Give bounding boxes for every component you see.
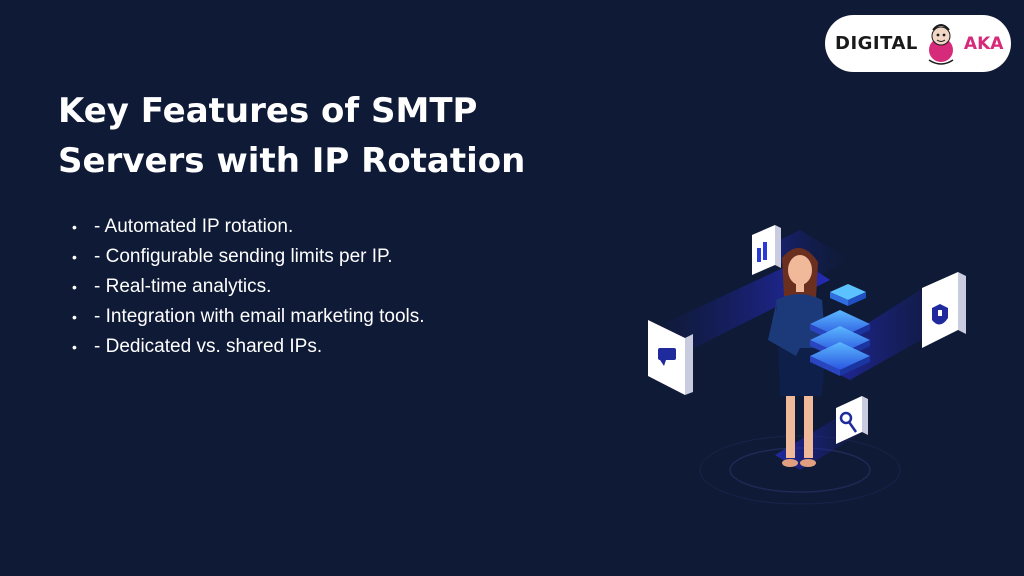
bullet-dot-icon: • [72, 219, 77, 235]
brand-text-right: AKA [963, 33, 1004, 54]
chart-icon [752, 225, 781, 275]
list-item: • - Configurable sending limits per IP. [72, 242, 425, 272]
mascot-icon [928, 23, 954, 65]
list-item-text: - Integration with email marketing tools… [94, 306, 425, 327]
brand-text-left: DIGITAL [835, 33, 918, 54]
key-icon [836, 396, 868, 444]
list-item: • - Dedicated vs. shared IPs. [72, 332, 425, 362]
feature-list: • - Automated IP rotation. • - Configurabl… [72, 212, 425, 362]
slide-title: Key Features of SMTP Servers with IP Rot… [58, 91, 526, 181]
list-item: • - Real-time analytics. [72, 272, 425, 302]
bullet-dot-icon: • [72, 249, 77, 265]
shield-icon [922, 272, 966, 348]
list-item-text: - Real-time analytics. [94, 276, 272, 297]
bullet-dot-icon: • [72, 309, 77, 325]
server-stack-icon [810, 284, 870, 376]
server-illustration [648, 225, 966, 505]
bullet-dot-icon: • [72, 339, 77, 355]
list-item-text: - Automated IP rotation. [94, 216, 294, 237]
brand-logo: DIGITAL AKA [825, 15, 1011, 72]
list-item-text: - Configurable sending limits per IP. [94, 246, 393, 267]
chat-icon [648, 320, 693, 395]
list-item-text: - Dedicated vs. shared IPs. [94, 336, 323, 357]
bullet-dot-icon: • [72, 279, 77, 295]
list-item: • - Automated IP rotation. [72, 212, 425, 242]
list-item: • - Integration with email marketing tool… [72, 302, 425, 332]
